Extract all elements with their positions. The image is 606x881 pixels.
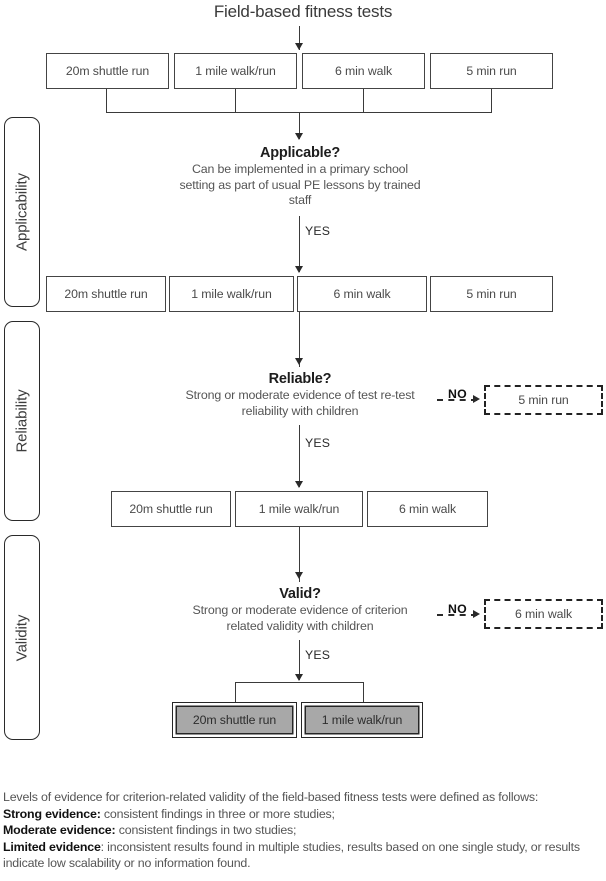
decision-criteria-line: setting as part of usual PE lessons by t…	[179, 177, 421, 192]
final-box-1-mile-walk-run[interactable]: 1 mile walk/run	[301, 702, 423, 738]
decision-criteria-line: Strong or moderate evidence of test re-t…	[185, 388, 415, 402]
valid-yes-label: YES	[305, 648, 331, 662]
stage-label-text: Applicability	[13, 173, 31, 251]
title-to-row1-arrowhead	[294, 43, 303, 50]
excluded-box-label: 5 min run	[518, 393, 569, 407]
applicable-yes-arrowhead	[294, 266, 303, 273]
decision-valid: Valid? Strong or moderate evidence of cr…	[150, 586, 450, 634]
footnote-limited-text: : inconsistent results found in multiple…	[3, 839, 580, 871]
reliable-yes-label: YES	[305, 436, 331, 450]
row2-box-label: 6 min walk	[333, 287, 391, 301]
valid-yes-line	[299, 640, 300, 680]
footnote-limited-label: Limited evidence	[3, 839, 101, 854]
excluded-box-5-min-run[interactable]: 5 min run	[484, 385, 603, 415]
row3-box-1-mile-walk-run[interactable]: 1 mile walk/run	[235, 491, 363, 527]
row1-box-1-mile-walk-run[interactable]: 1 mile walk/run	[174, 53, 297, 89]
row1-stem-4	[491, 89, 492, 112]
decision-reliable: Reliable? Strong or moderate evidence of…	[150, 371, 450, 419]
reliable-no-label: NO	[448, 387, 467, 401]
final-box-20m-shuttle-run[interactable]: 20m shuttle run	[172, 702, 297, 738]
row1-box-label: 5 min run	[466, 64, 517, 78]
reliable-no-dashed-line	[437, 399, 477, 401]
decision-criteria-line: Strong or moderate evidence of criterion	[192, 603, 408, 617]
valid-no-label: NO	[448, 602, 467, 616]
reliable-yes-arrowhead	[294, 481, 303, 488]
decision-question: Valid?	[279, 586, 321, 602]
decision-criteria-line: staff	[288, 193, 312, 207]
stage-label-validity: Validity	[4, 535, 40, 740]
footnote-intro: Levels of evidence for criterion-related…	[3, 790, 539, 804]
row1-box-5-min-run[interactable]: 5 min run	[430, 53, 553, 89]
row3-box-6-min-walk[interactable]: 6 min walk	[367, 491, 488, 527]
row2-box-20m-shuttle-run[interactable]: 20m shuttle run	[46, 276, 166, 312]
stage-label-text: Validity	[13, 614, 31, 661]
row1-box-20m-shuttle-run[interactable]: 20m shuttle run	[46, 53, 169, 89]
decision-applicable: Applicable? Can be implemented in a prim…	[150, 145, 450, 209]
reliable-yes-line	[299, 425, 300, 487]
row1-box-label: 6 min walk	[334, 64, 393, 78]
final-box-label: 20m shuttle run	[192, 713, 277, 727]
excluded-box-6-min-walk[interactable]: 6 min walk	[484, 599, 603, 629]
valid-no-arrowhead	[473, 609, 480, 618]
excluded-box-label: 6 min walk	[514, 607, 573, 621]
footnote-moderate-label: Moderate evidence:	[3, 823, 116, 838]
row3-box-label: 6 min walk	[398, 502, 457, 516]
row1-stem-2	[235, 89, 236, 112]
row1-box-label: 1 mile walk/run	[195, 64, 276, 78]
row3-box-label: 20m shuttle run	[129, 502, 213, 516]
footnote-strong-evidence: Strong evidence: consistent findings in …	[3, 806, 603, 823]
row3-to-valid-arrowhead	[294, 572, 303, 579]
reliable-no-arrowhead	[473, 394, 480, 403]
final-split-bar	[235, 682, 364, 683]
final-split-stem-left	[235, 682, 236, 704]
row2-box-label: 1 mile walk/run	[191, 287, 272, 301]
title-to-row1-line	[299, 26, 300, 50]
row2-box-label: 5 min run	[466, 287, 517, 301]
row1-stem-3	[363, 89, 364, 112]
row2-box-1-mile-walk-run[interactable]: 1 mile walk/run	[169, 276, 294, 312]
final-split-stem-right	[363, 682, 364, 704]
footnote-moderate-text: consistent findings in two studies;	[115, 823, 297, 838]
row2-box-6-min-walk[interactable]: 6 min walk	[297, 276, 427, 312]
footnote-strong-label: Strong evidence:	[3, 806, 101, 821]
row1-box-6-min-walk[interactable]: 6 min walk	[302, 53, 425, 89]
stage-label-text: Reliability	[13, 389, 31, 453]
row1-merge-arrowhead	[294, 133, 303, 140]
decision-question: Reliable?	[268, 371, 332, 387]
footnote-limited-evidence: Limited evidence: inconsistent results f…	[3, 839, 603, 872]
row3-box-20m-shuttle-run[interactable]: 20m shuttle run	[111, 491, 231, 527]
row2-box-5-min-run[interactable]: 5 min run	[430, 276, 553, 312]
decision-criteria-line: Can be implemented in a primary school	[191, 162, 409, 176]
row3-box-label: 1 mile walk/run	[258, 502, 340, 516]
applicable-yes-label: YES	[305, 224, 331, 238]
row1-box-label: 20m shuttle run	[65, 64, 150, 78]
footnote-strong-text: consistent findings in three or more stu…	[100, 806, 335, 821]
decision-criteria-line: reliability with children	[241, 403, 359, 418]
row1-stem-1	[106, 89, 107, 112]
row2-box-label: 20m shuttle run	[64, 287, 148, 301]
decision-criteria-line: related validity with children	[226, 618, 374, 633]
page-title: Field-based fitness tests	[213, 2, 393, 21]
valid-yes-arrowhead	[294, 674, 303, 681]
decision-question: Applicable?	[260, 145, 340, 161]
stage-label-applicability: Applicability	[4, 117, 40, 307]
footnote-moderate-evidence: Moderate evidence: consistent findings i…	[3, 822, 603, 839]
valid-no-dashed-line	[437, 614, 477, 616]
applicable-yes-line	[299, 216, 300, 272]
row1-merge-to-applicable-line	[299, 112, 300, 139]
row2-to-reliable-arrowhead	[294, 358, 303, 365]
final-box-label: 1 mile walk/run	[321, 713, 403, 727]
footnote: Levels of evidence for criterion-related…	[3, 789, 603, 872]
row2-to-reliable-line	[299, 312, 300, 367]
stage-label-reliability: Reliability	[4, 321, 40, 521]
row3-to-valid-line	[299, 527, 300, 582]
